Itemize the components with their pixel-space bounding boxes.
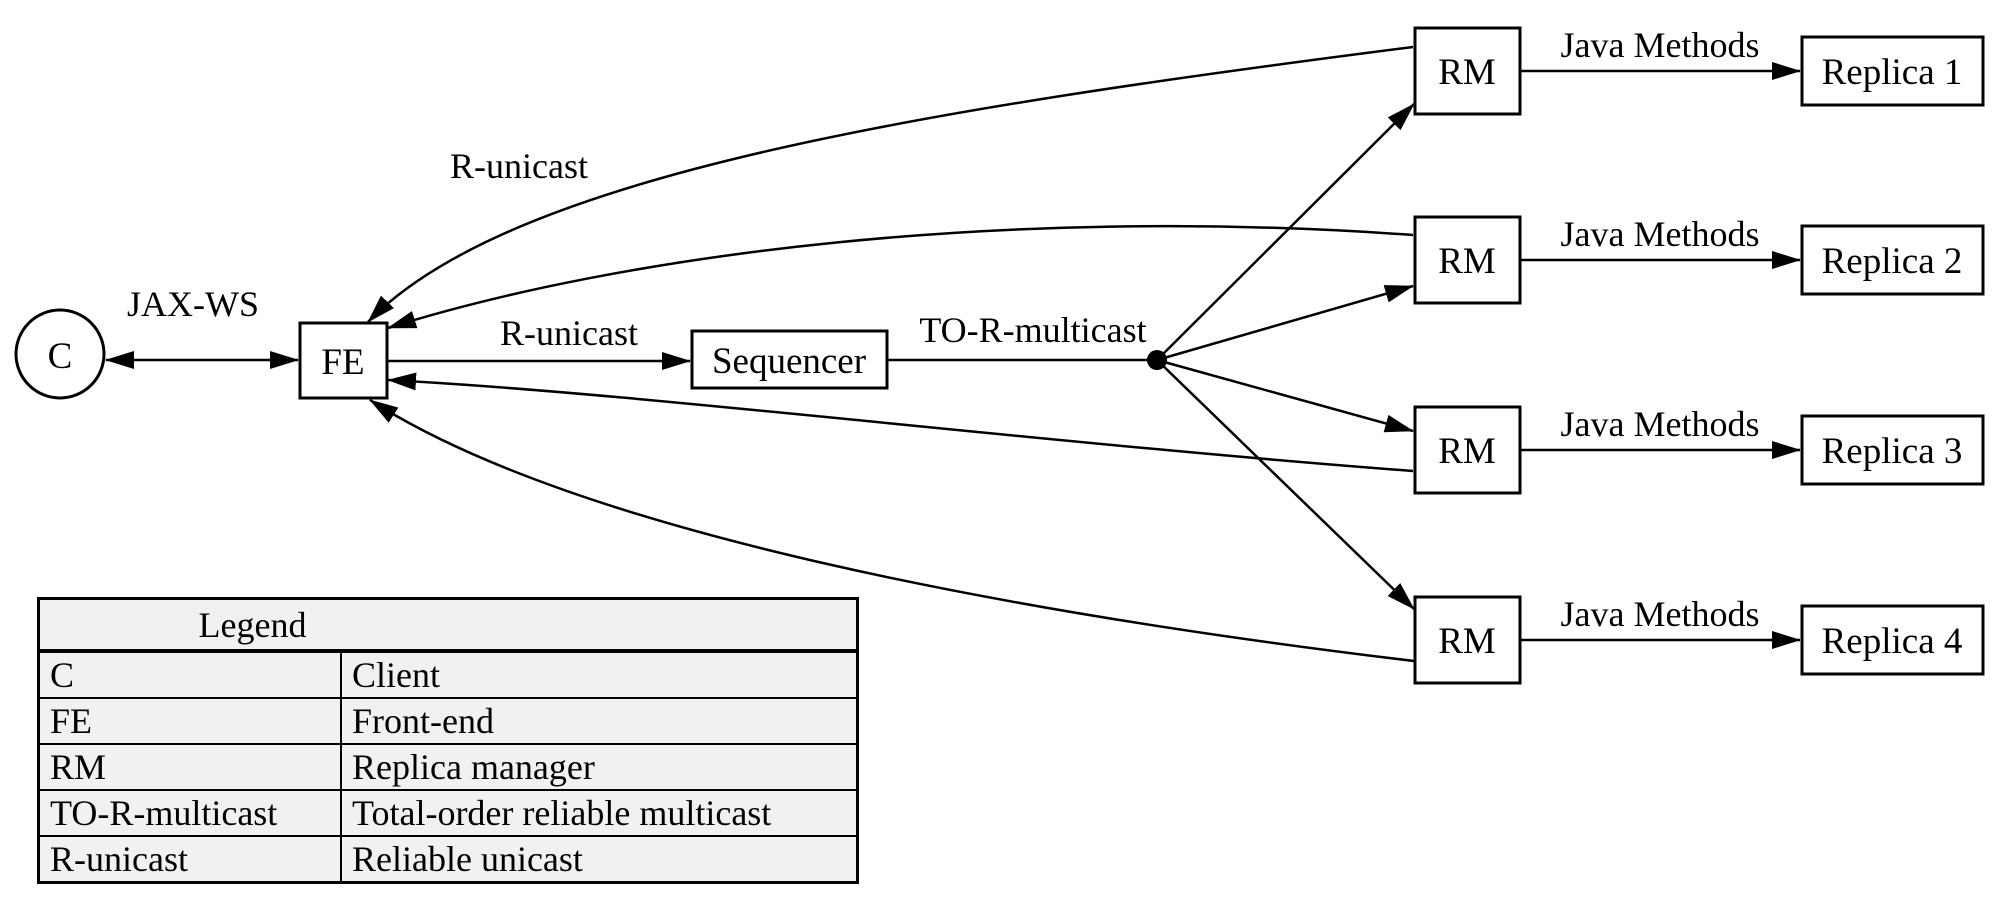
sequencer-label: Sequencer <box>712 341 866 382</box>
r-unicast-mid-label: R-unicast <box>500 313 638 353</box>
replica-label-4: Replica 4 <box>1822 621 1963 662</box>
multicast-edge-rm2 <box>1156 284 1414 362</box>
replica-node-2 <box>1800 224 1985 296</box>
rm-node-4 <box>1413 595 1522 685</box>
java-methods-label-2: Java Methods <box>1561 214 1760 254</box>
jax-ws-label: JAX-WS <box>127 284 259 324</box>
legend-term: C <box>40 653 342 697</box>
legend-definition: Front-end <box>352 701 494 741</box>
rm-label-2: RM <box>1438 241 1496 282</box>
return-edge-rm4 <box>369 398 1415 663</box>
return-edge-rm1 <box>367 45 1414 323</box>
multicast-edge-rm1 <box>1156 103 1415 361</box>
frontend-node <box>298 321 389 400</box>
rm-node-1 <box>1413 26 1522 116</box>
rm-label-3: RM <box>1438 431 1496 472</box>
replica-node-3 <box>1800 414 1985 486</box>
replica-label-2: Replica 2 <box>1822 241 1963 282</box>
client-label: C <box>48 336 73 377</box>
replica-label-3: Replica 3 <box>1822 431 1963 472</box>
legend-definition: Replica manager <box>352 747 595 787</box>
legend-row: R-unicast Reliable unicast <box>40 835 856 881</box>
multicast-edge-rm4 <box>1156 359 1415 610</box>
legend-term: RM <box>40 745 342 789</box>
legend-row: RM Replica manager <box>40 743 856 789</box>
replica-node-4 <box>1800 604 1985 676</box>
replica-node-1 <box>1800 35 1985 107</box>
return-edge-rm3 <box>387 372 1414 473</box>
java-methods-label-1: Java Methods <box>1561 25 1760 65</box>
java-methods-label-4: Java Methods <box>1561 594 1760 634</box>
legend-term: FE <box>40 699 342 743</box>
legend-definition: Total-order reliable multicast <box>352 793 772 833</box>
sequencer-node <box>690 329 889 390</box>
rm-node-3 <box>1413 405 1522 495</box>
legend-row: TO-R-multicast Total-order reliable mult… <box>40 789 856 835</box>
legend-row: C Client <box>40 651 856 697</box>
legend-header: Legend <box>40 600 856 651</box>
legend-term: R-unicast <box>40 837 342 881</box>
legend-definition: Reliable unicast <box>352 839 583 879</box>
r-unicast-top-label: R-unicast <box>450 146 588 186</box>
replica-label-1: Replica 1 <box>1822 52 1963 93</box>
multicast-edge-rm3 <box>1156 358 1414 433</box>
frontend-label: FE <box>321 342 364 383</box>
to-r-multicast-label: TO-R-multicast <box>919 310 1146 350</box>
rm-label-4: RM <box>1438 621 1496 662</box>
rm-label-1: RM <box>1438 52 1496 93</box>
legend-term: TO-R-multicast <box>40 791 342 835</box>
return-edge-rm2 <box>387 224 1414 330</box>
legend-row: FE Front-end <box>40 697 856 743</box>
java-methods-label-3: Java Methods <box>1561 404 1760 444</box>
legend-table: Legend C Client FE Front-end RM Replica … <box>37 597 859 884</box>
legend-title: Legend <box>198 604 307 645</box>
multicast-dot <box>1147 350 1167 370</box>
client-node <box>14 308 106 400</box>
legend-definition: Client <box>352 655 440 695</box>
rm-node-2 <box>1413 215 1522 305</box>
